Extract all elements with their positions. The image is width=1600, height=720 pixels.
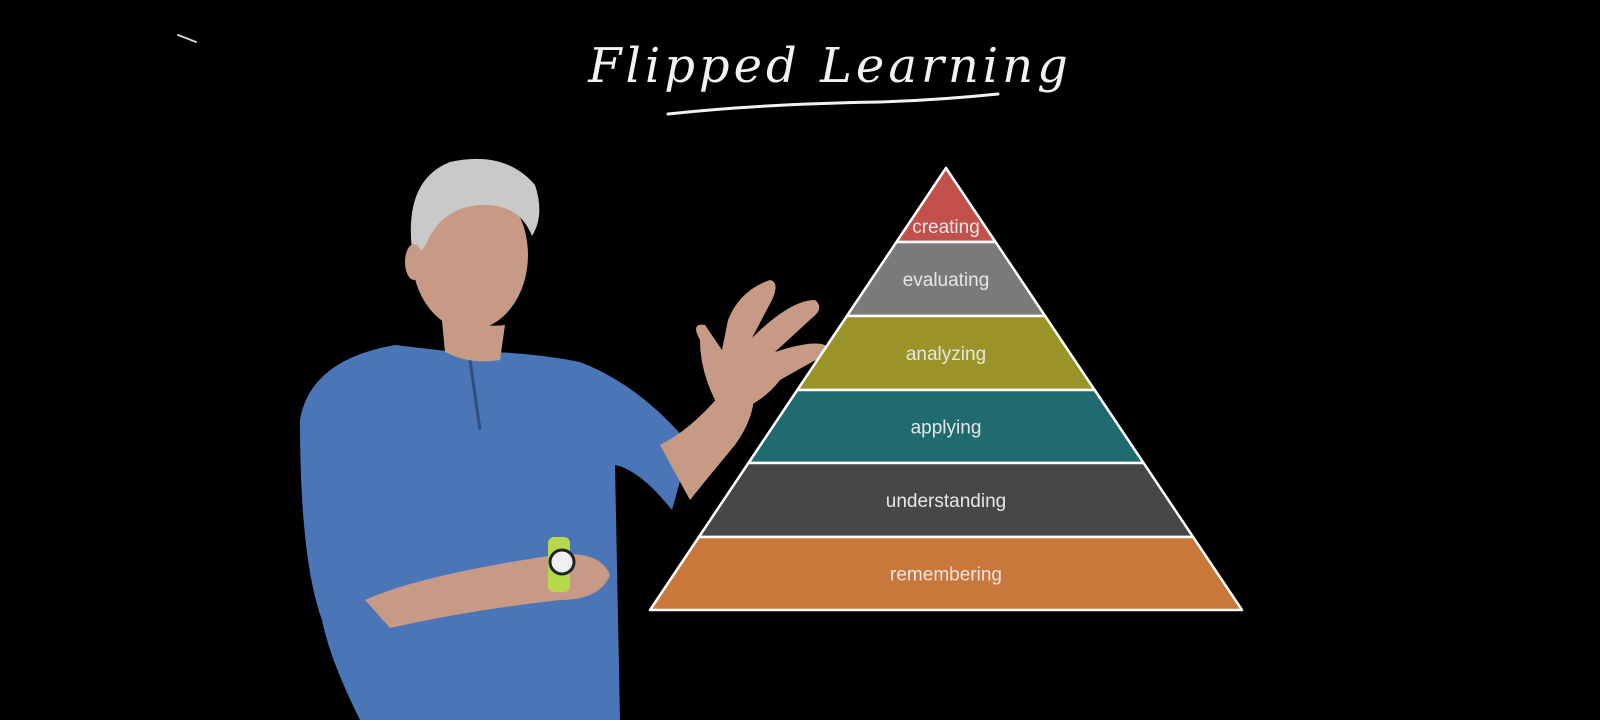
presenter-shirt bbox=[300, 345, 690, 720]
presenter-figure bbox=[300, 158, 826, 720]
presenter-raised-arm bbox=[660, 380, 754, 500]
pyramid-layer-remembering bbox=[648, 535, 1244, 612]
presenter-hand bbox=[696, 280, 826, 410]
pyramid-label-creating: creating bbox=[912, 217, 980, 238]
pyramid-label-evaluating: evaluating bbox=[903, 270, 990, 291]
presenter-ear bbox=[405, 244, 423, 280]
presenter-hair bbox=[410, 158, 540, 253]
pyramid-label-applying: applying bbox=[911, 418, 982, 439]
stray-pen-mark bbox=[177, 34, 197, 43]
blooms-taxonomy-pyramid: creating evaluating analyzing applying under… bbox=[648, 166, 1244, 612]
pyramid-label-understanding: understanding bbox=[886, 491, 1006, 512]
shirt-placket bbox=[468, 359, 482, 431]
pyramid-label-remembering: remembering bbox=[890, 565, 1002, 586]
title-underline bbox=[666, 92, 1000, 116]
pyramid-label-analyzing: analyzing bbox=[906, 344, 986, 365]
watch-face bbox=[548, 548, 576, 576]
board-title: Flipped Learning bbox=[587, 38, 1072, 94]
